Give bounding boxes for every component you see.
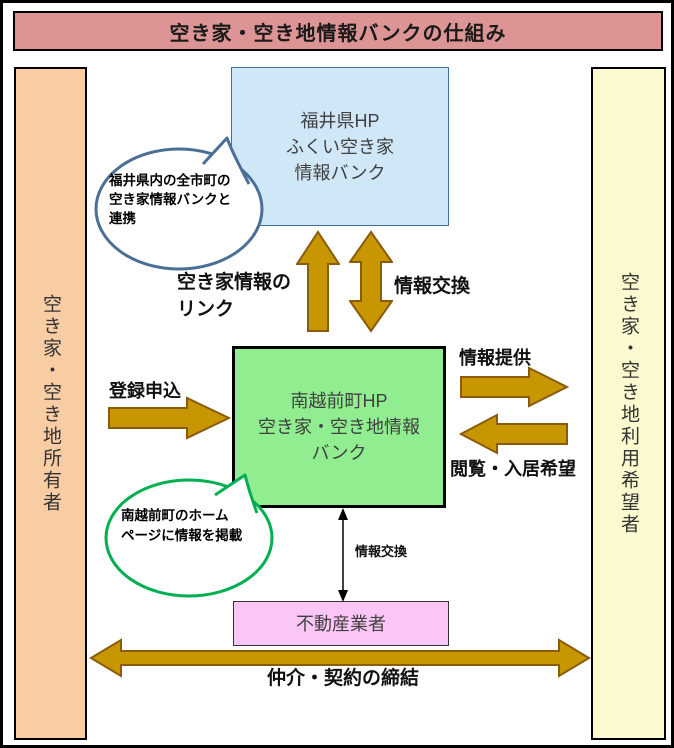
- fukui-hp-line1: 福井県HP: [300, 110, 380, 131]
- seeker-bar-label: 空き家・空き地利用希望者: [618, 271, 639, 536]
- town-hp-bubble-line2: ページに情報を掲載: [121, 528, 243, 543]
- fukui-link-bubble-shape: [94, 136, 264, 271]
- fukui-link-bubble-line1: 福井県内の全市町の: [109, 173, 231, 188]
- realtor-box-label: 不動産業者: [296, 613, 386, 634]
- town-hp-bubble-text: 南越前町のホーム ページに情報を掲載: [121, 506, 242, 546]
- link-label-line1: 空き家情報の: [177, 272, 292, 293]
- seeker-bar: 空き家・空き地利用希望者: [591, 67, 666, 740]
- town-hp-line3: バンク: [311, 443, 367, 463]
- exchange-bottom-label: 情報交換: [355, 544, 408, 559]
- registration-label: 登録申込: [109, 381, 181, 401]
- link-up-arrow: [296, 230, 340, 332]
- link-label-line2: リンク: [177, 299, 235, 320]
- provision-arrow: [460, 366, 569, 408]
- provision-label: 情報提供: [459, 348, 531, 368]
- town-hp-line1: 南越前町HP: [290, 391, 388, 411]
- diagram-title-text: 空き家・空き地情報バンクの仕組み: [169, 22, 507, 45]
- fukui-hp-line2: ふくい空き家: [286, 136, 394, 157]
- fukui-link-bubble-line2: 空き家情報バンクと: [109, 192, 232, 207]
- owner-bar: 空き家・空き地所有者: [14, 67, 87, 740]
- owner-bar-label: 空き家・空き地所有者: [40, 293, 61, 514]
- fukui-hp-line3: 情報バンク: [294, 162, 386, 183]
- town-hp-bubble-shape: [104, 473, 274, 598]
- fukui-link-bubble-line3: 連携: [109, 211, 136, 226]
- exchange-double-arrow: [349, 230, 393, 333]
- link-label: 空き家情報の リンク: [177, 269, 291, 323]
- fukui-hp-box: 福井県HP ふくい空き家 情報バンク: [231, 67, 449, 226]
- realtor-exchange-arrow: [338, 508, 348, 602]
- mediation-label: 仲介・契約の締結: [266, 668, 419, 689]
- mediation-double-arrow: [89, 638, 591, 678]
- town-hp-line2: 空き家・空き地情報: [258, 417, 420, 437]
- registration-arrow: [108, 396, 231, 440]
- diagram-title: 空き家・空き地情報バンクの仕組み: [13, 11, 663, 51]
- town-hp-box: 南越前町HP 空き家・空き地情報 バンク: [232, 346, 446, 508]
- realtor-box: 不動産業者: [233, 601, 449, 646]
- exchange-top-label: 情報交換: [394, 276, 471, 297]
- browse-label: 閲覧・入居希望: [450, 459, 576, 479]
- browse-arrow: [459, 413, 568, 455]
- town-hp-bubble-line1: 南越前町のホーム: [121, 508, 229, 523]
- fukui-link-bubble-text: 福井県内の全市町の 空き家情報バンクと 連携: [109, 171, 231, 228]
